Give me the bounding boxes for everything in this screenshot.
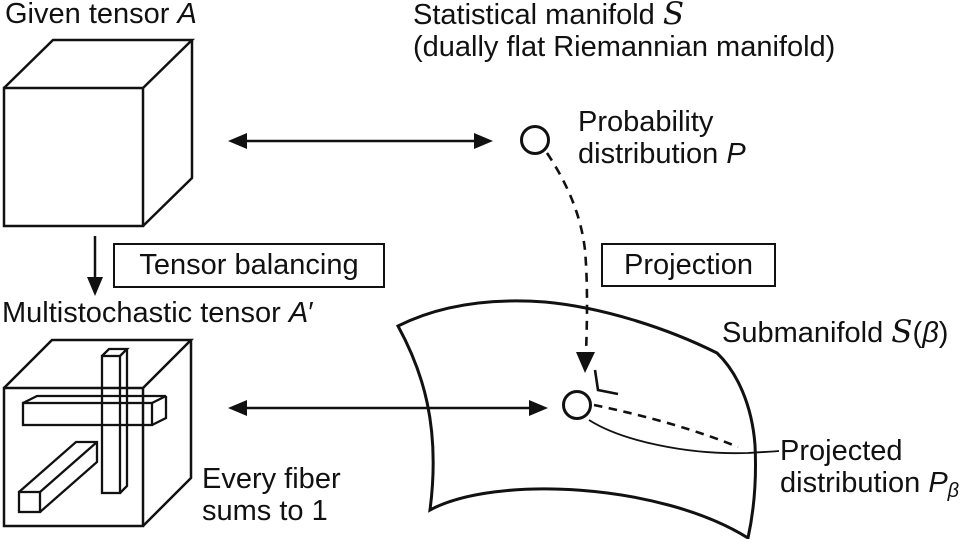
d-bar-front (17, 490, 42, 514)
projection-arrow-path (545, 152, 589, 354)
projection-dashed-arrow (545, 152, 595, 373)
statistical-manifold-line1: Statistical manifold S (413, 0, 835, 31)
probability-line2: distribution P (578, 138, 746, 170)
submanifold-paren-open: ( (912, 317, 923, 349)
tb-arrowhead (87, 277, 103, 296)
h-bar-end (151, 396, 168, 427)
p-beta-symbol: P (928, 467, 948, 499)
tensor-a-prime-symbol: A (288, 297, 309, 329)
top-arrowhead-left (228, 133, 247, 149)
bottom-correspondence-arrow (228, 400, 548, 416)
submanifold-text: Submanifold (722, 317, 892, 349)
p-beta-subscript: β (947, 480, 960, 502)
cube-a2-top-face (3, 338, 195, 389)
cube-a2-right-face (142, 340, 193, 527)
p-symbol: P (726, 138, 746, 170)
cube-a-top-face (3, 38, 196, 89)
script-s-symbol: S (662, 0, 685, 32)
top-correspondence-arrow (228, 133, 493, 149)
bottom-arrowhead-left (228, 400, 247, 416)
every-fiber-line1: Every fiber (202, 463, 341, 495)
v-bar-top (101, 347, 130, 357)
d-bar-body (18, 440, 99, 513)
fiber-vertical-bar (100, 347, 130, 495)
fiber-horizontal-bar (21, 394, 168, 427)
given-tensor-cube (2, 38, 196, 228)
statistical-manifold-line2: (dually flat Riemannian manifold) (413, 31, 836, 63)
probability-line1: Probability (578, 106, 714, 138)
projection-box: Projection (601, 243, 776, 287)
tensor-a-symbol: A (177, 0, 197, 30)
beta-symbol: β (922, 317, 939, 349)
probability-distribution-label: Probability distribution P (578, 106, 746, 170)
submanifold-surface (395, 299, 758, 539)
projection-arrowhead (576, 352, 595, 373)
projected-line1: Projected (780, 435, 903, 467)
h-bar-front (21, 401, 154, 427)
tensor-balancing-arrow (87, 236, 103, 296)
v-bar-side (119, 349, 129, 494)
bottom-arrowhead-right (529, 400, 548, 416)
cube-a2-front-face (2, 386, 145, 528)
top-arrowhead-right (474, 133, 493, 149)
projected-line2-text: distribution (780, 467, 929, 499)
leader-curve (588, 419, 780, 455)
cube-a-right-face (142, 40, 194, 227)
submanifold-label: Submanifold S(β) (722, 316, 948, 349)
every-fiber-line2: sums to 1 (202, 495, 328, 527)
probability-line2-text: distribution (578, 138, 727, 170)
submanifold-script-s: S (891, 314, 913, 350)
probability-point-circle (520, 125, 550, 155)
fiber-depth-bar (17, 440, 99, 514)
geodesic-dashed-curve (593, 403, 739, 449)
prime-mark: ′ (308, 297, 314, 329)
statistical-manifold-label: Statistical manifold S (dually flat Riem… (413, 0, 835, 63)
right-angle-mark (593, 369, 619, 396)
projected-distribution-label: Projected distribution Pβ (780, 435, 959, 507)
v-bar-front (100, 354, 122, 495)
multistochastic-tensor-label: Multistochastic tensor A′ (2, 297, 314, 329)
multistochastic-text: Multistochastic tensor (2, 297, 289, 329)
cube-a-front-face (2, 86, 145, 228)
statistical-manifold-text: Statistical manifold (413, 0, 663, 31)
given-tensor-label: Given tensor A (5, 0, 197, 30)
projection-box-label: Projection (624, 248, 753, 281)
tensor-balancing-box: Tensor balancing (113, 243, 385, 288)
submanifold-paren-close: ) (938, 317, 949, 349)
multistochastic-cube (2, 338, 195, 528)
tensor-balancing-box-label: Tensor balancing (139, 249, 359, 281)
projected-point-circle (562, 390, 592, 420)
projected-line2: distribution Pβ (780, 467, 959, 507)
given-tensor-text: Given tensor (5, 0, 178, 30)
every-fiber-label: Every fiber sums to 1 (202, 463, 341, 527)
